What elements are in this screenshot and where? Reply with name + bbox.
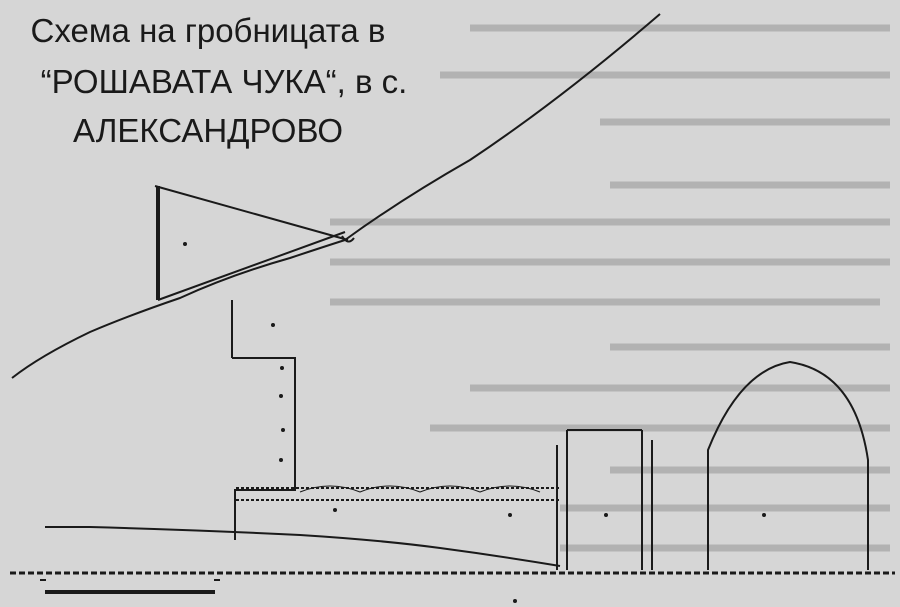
scale-bar (40, 579, 220, 594)
rectangular-chamber (556, 429, 653, 570)
sloping-floor (45, 526, 561, 567)
speckle-dots (183, 242, 766, 603)
figure-title-line-1: Схема на гробницата в (30, 12, 386, 49)
bleed-through-text (330, 24, 890, 552)
domed-chamber (707, 360, 869, 570)
figure-title-line-3: АЛЕКСАНДРОВО (72, 112, 344, 149)
hill-slope-line (11, 13, 661, 379)
entrance-triangle (154, 185, 355, 301)
figure-title-line-2: “РОШАВАТА ЧУКА“, в с. (40, 63, 408, 100)
dromos-walls (231, 300, 560, 540)
